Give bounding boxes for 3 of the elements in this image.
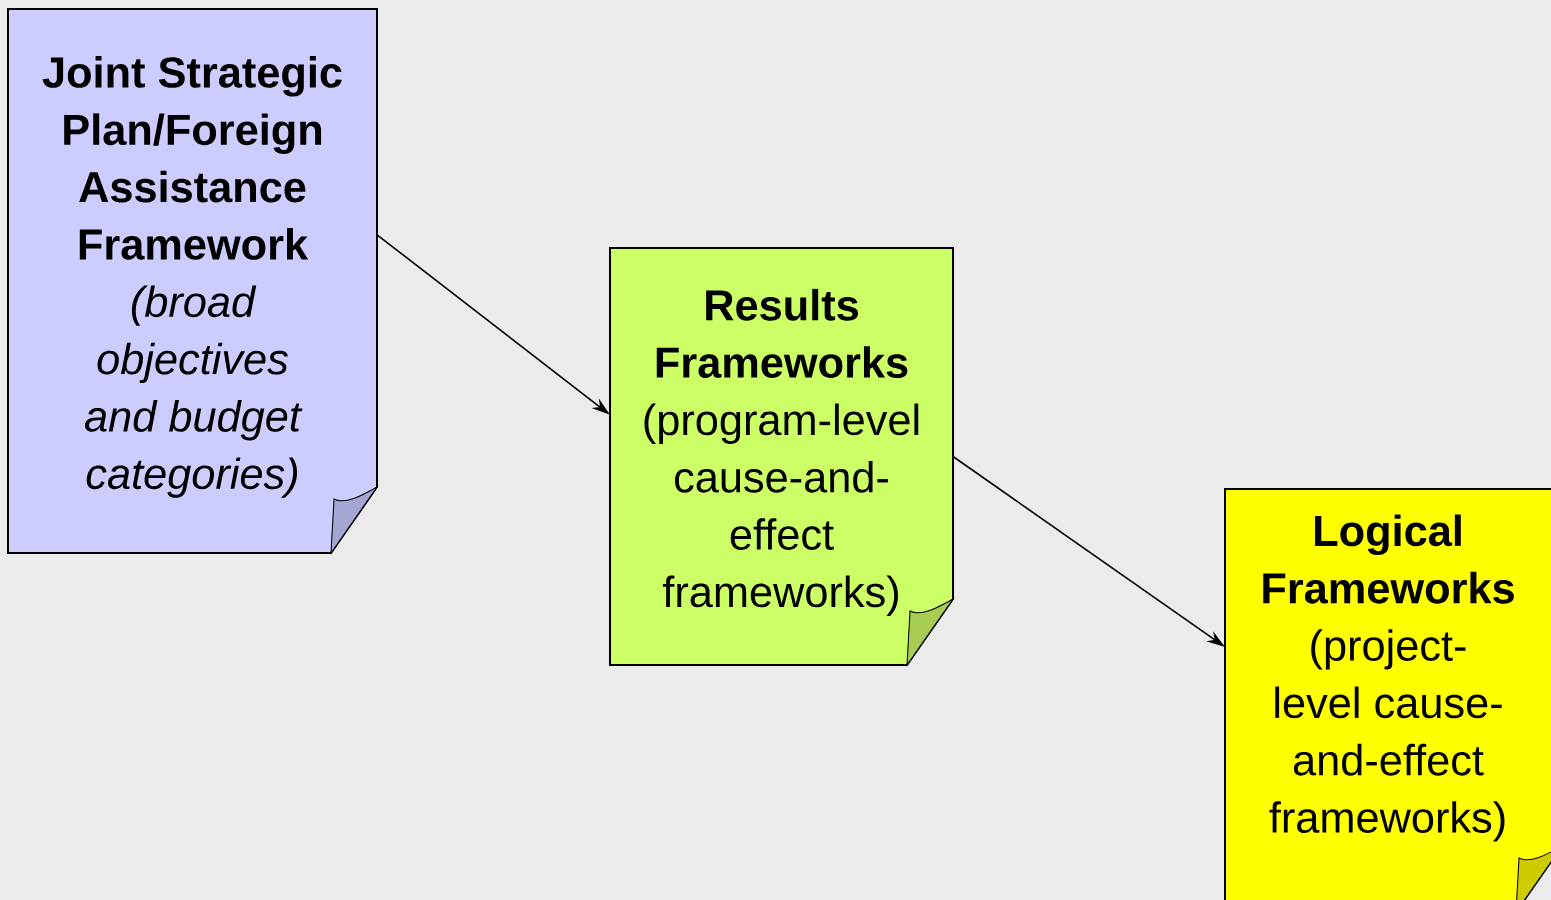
note-box: Joint Strategic Plan/Foreign Assistance Framework (broad objectives and budget categories)	[7, 8, 378, 554]
note-box: Results Frameworks (program-level cause-and-effect frameworks)	[609, 247, 954, 666]
note-box: Logical Frameworks (project-level cause-and-effect frameworks)	[1224, 488, 1551, 900]
